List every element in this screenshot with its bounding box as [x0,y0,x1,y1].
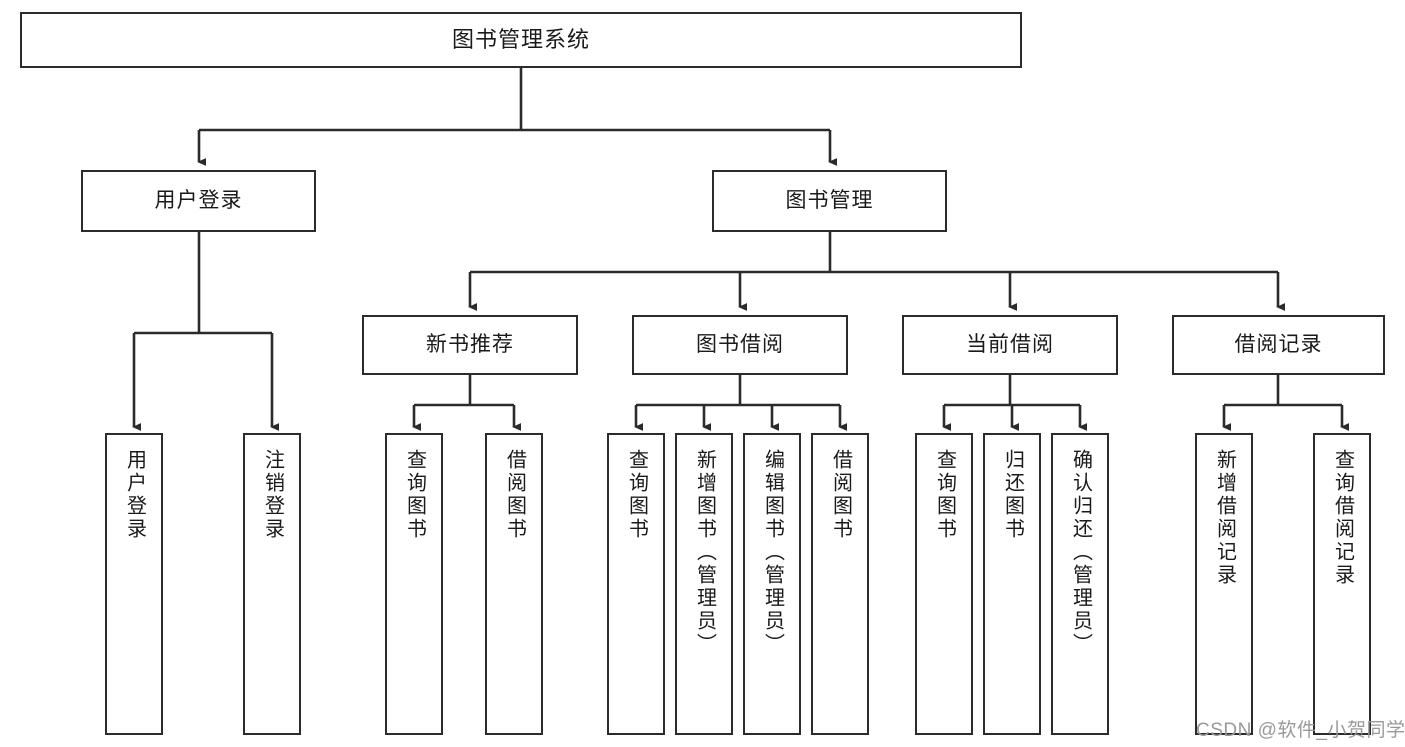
node-label: 查询借阅记录 [1331,449,1354,587]
node-category-new-book-recommendation[interactable]: 新书推荐 [362,315,578,375]
node-category-borrowing-record[interactable]: 借阅记录 [1172,315,1385,375]
node-leaf-query-book-new[interactable]: 查询图书 [385,433,443,735]
node-leaf-add-book-admin[interactable]: 新增图书（管理员） [675,433,733,735]
node-label: 确认归还（管理员） [1069,449,1092,656]
node-leaf-borrow-book-new[interactable]: 借阅图书 [485,433,543,735]
node-leaf-user-login[interactable]: 用户登录 [105,433,163,735]
node-branch-book-management[interactable]: 图书管理 [712,170,947,232]
node-leaf-query-book[interactable]: 查询图书 [607,433,665,735]
node-leaf-query-book-current[interactable]: 查询图书 [915,433,973,735]
node-root-library-management-system[interactable]: 图书管理系统 [20,12,1022,68]
node-leaf-query-borrow-record[interactable]: 查询借阅记录 [1313,433,1371,735]
node-leaf-confirm-return-admin[interactable]: 确认归还（管理员） [1051,433,1109,735]
node-label: 新增借阅记录 [1213,449,1236,587]
node-label: 图书管理系统 [451,27,590,53]
node-label: 查询图书 [933,449,956,541]
node-label: 用户登录 [123,449,146,541]
node-label: 查询图书 [625,449,648,541]
node-label: 查询图书 [403,449,426,541]
node-leaf-borrow-book[interactable]: 借阅图书 [811,433,869,735]
node-label: 注销登录 [261,449,284,541]
node-label: 新书推荐 [426,332,514,356]
node-label: 借阅图书 [829,449,852,541]
node-label: 归还图书 [1001,449,1024,541]
node-leaf-return-book[interactable]: 归还图书 [983,433,1041,735]
node-label: 当前借阅 [966,332,1054,356]
node-label: 图书管理 [785,188,874,212]
node-leaf-edit-book-admin[interactable]: 编辑图书（管理员） [743,433,801,735]
node-label: 借阅记录 [1234,332,1323,356]
node-leaf-logout[interactable]: 注销登录 [243,433,301,735]
watermark-text: CSDN @软件_小贺同学 [1196,720,1405,741]
node-category-current-borrowing[interactable]: 当前借阅 [902,315,1118,375]
node-label: 用户登录 [154,188,243,212]
node-label: 编辑图书（管理员） [761,449,784,656]
node-label: 借阅图书 [503,449,526,541]
node-category-book-borrowing[interactable]: 图书借阅 [632,315,848,375]
node-leaf-add-borrow-record[interactable]: 新增借阅记录 [1195,433,1253,735]
node-label: 图书借阅 [696,332,784,356]
node-label: 新增图书（管理员） [693,449,716,656]
node-branch-user-login[interactable]: 用户登录 [81,170,316,232]
